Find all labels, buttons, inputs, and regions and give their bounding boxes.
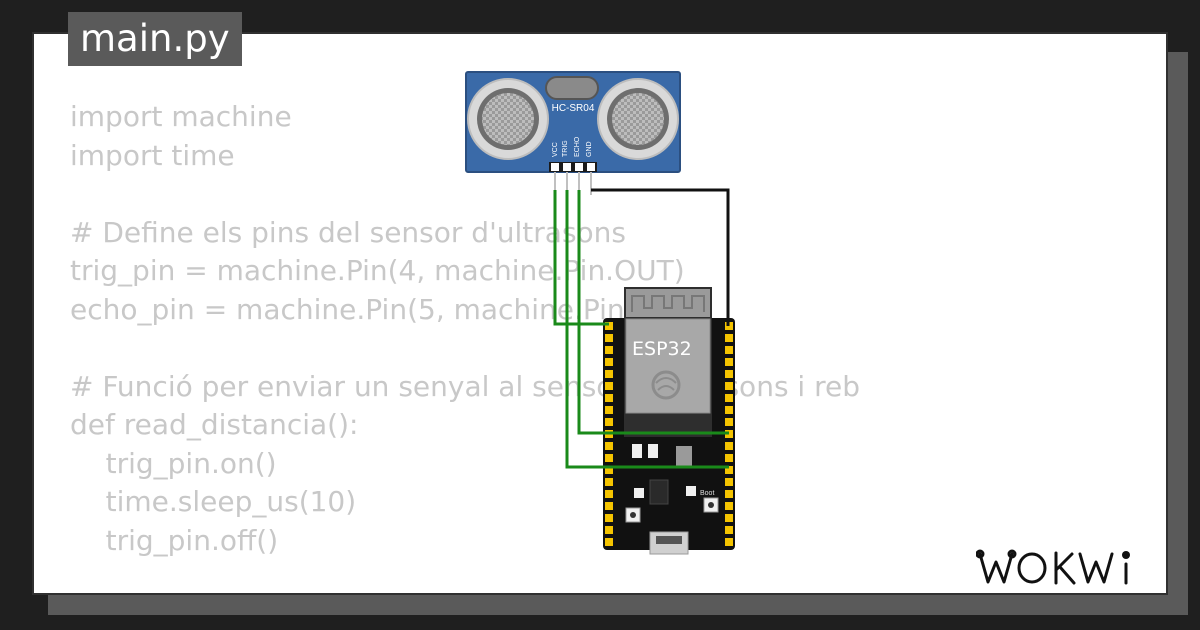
code-line: trig_pin.on() xyxy=(70,446,277,480)
espressif-icon xyxy=(651,370,681,400)
wire-gnd xyxy=(591,188,730,326)
ultrasonic-sensor[interactable]: HC-SR04 VCC TRIG ECHO GND xyxy=(465,71,681,173)
wire-echo xyxy=(577,190,729,435)
board-label: ESP32 xyxy=(632,338,692,360)
code-line: trig_pin.off() xyxy=(70,523,279,557)
wire-trig xyxy=(565,190,729,469)
transducer-left xyxy=(467,78,549,160)
file-tab[interactable]: main.py xyxy=(68,12,242,66)
sensor-pin-vcc-label: VCC xyxy=(552,142,559,157)
boot-label: Boot xyxy=(700,490,714,497)
code-line: import machine xyxy=(70,100,292,133)
sensor-leads xyxy=(554,172,592,195)
code-line: time.sleep_us(10) xyxy=(70,485,357,518)
code-line: import time xyxy=(70,138,235,172)
code-line: # Define els pins del sensor d'ultrasons xyxy=(70,215,627,249)
code-line: def read_distancia(): xyxy=(70,408,359,441)
sensor-model-label: HC-SR04 xyxy=(552,103,595,114)
sensor-pin-echo-label: ECHO xyxy=(574,136,581,157)
wokwi-logo xyxy=(976,549,1130,585)
transducer-right xyxy=(597,78,679,160)
sensor-pin-gnd-label: GND xyxy=(586,141,593,157)
wires xyxy=(553,188,730,469)
code-line: trig_pin = machine.Pin(4, machine.Pin.OU… xyxy=(70,254,685,287)
esp32-board[interactable]: ESP32 xyxy=(603,287,735,555)
sensor-pin-trig-label: TRIG xyxy=(562,140,569,157)
wire-vcc xyxy=(553,190,609,326)
